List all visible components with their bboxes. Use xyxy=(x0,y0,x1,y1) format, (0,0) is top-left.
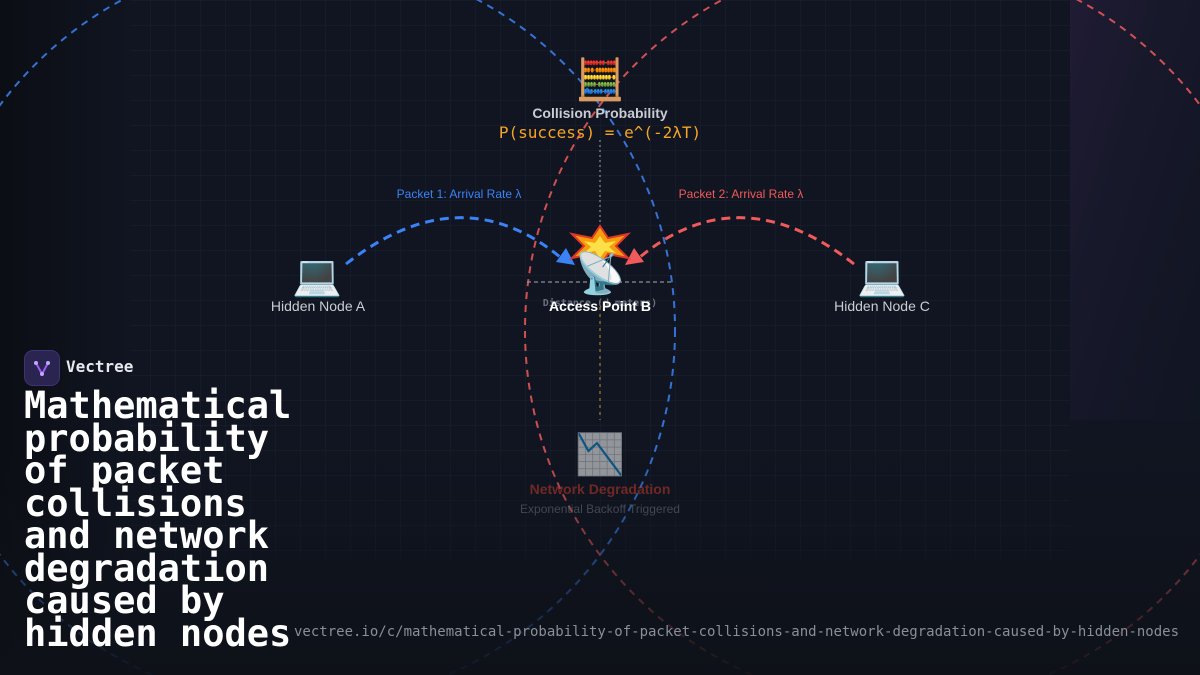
brand-logo xyxy=(24,350,60,386)
node-c-label: Hidden Node C xyxy=(834,298,930,314)
degradation-title: Network Degradation xyxy=(529,481,671,497)
degradation-block: 📉 Network Degradation Exponential Backof… xyxy=(450,435,750,516)
packet1-label: Packet 1: Arrival Rate λ xyxy=(397,187,522,201)
distance-label: Distance (d meters) xyxy=(543,297,657,309)
laptop-icon: 💻 xyxy=(292,254,342,298)
formula-title: Collision Probability xyxy=(532,105,668,121)
brand-name: Vectree xyxy=(66,357,134,376)
bottom-fade xyxy=(0,440,1200,675)
packet2-arrowhead xyxy=(625,248,644,265)
node-a-label: Hidden Node A xyxy=(270,298,366,314)
packet2-arc xyxy=(639,216,855,266)
packet1-arrowhead xyxy=(556,248,575,265)
right-glow xyxy=(1070,0,1200,420)
page-url[interactable]: vectree.io/c/mathematical-probability-of… xyxy=(294,624,1180,640)
coverage-circle-a xyxy=(0,0,676,675)
node-b-label: Access Point B xyxy=(549,298,651,314)
antenna-icon: 📡 xyxy=(575,252,625,296)
packet1-arc xyxy=(345,216,561,266)
abacus-icon: 🧮 xyxy=(575,58,625,102)
vectree-logo-icon xyxy=(34,361,50,377)
page-title: Mathematical probability of packet colli… xyxy=(24,384,292,655)
formula: P(success) = e^(-2λT) xyxy=(498,123,702,142)
chart-down-icon: 📉 xyxy=(575,433,625,477)
packet2-label: Packet 2: Arrival Rate λ xyxy=(679,187,804,201)
collision-star-core xyxy=(584,236,616,258)
laptop-icon: 💻 xyxy=(857,254,907,298)
degradation-subtitle: Exponential Backoff Triggered xyxy=(520,502,680,516)
